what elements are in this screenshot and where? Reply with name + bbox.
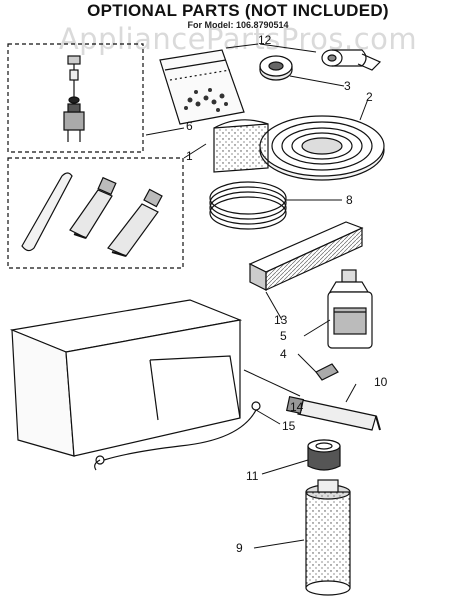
part-11-tape — [307, 439, 341, 471]
part-12-tape-roll — [321, 49, 382, 71]
callout-10: 10 — [374, 375, 388, 389]
model-number: For Model: 106.8790514 — [187, 20, 289, 30]
part-4-clip — [315, 363, 339, 381]
callout-2: 2 — [366, 90, 373, 104]
callout-8: 8 — [346, 193, 353, 207]
diagram-title: OPTIONAL PARTS (NOT INCLUDED) — [87, 1, 389, 20]
callout-14: 14 — [290, 400, 304, 414]
callout-12: 12 — [258, 33, 272, 47]
callout-13: 13 — [274, 313, 288, 327]
callout-4: 4 — [280, 347, 287, 361]
leader-lines — [145, 43, 369, 549]
callout-11: 11 — [246, 469, 259, 483]
part-5-bottle — [327, 269, 373, 349]
box-part-1 — [7, 157, 184, 269]
callout-3: 3 — [344, 79, 351, 93]
part-10-tube — [285, 395, 381, 431]
callout-15: 15 — [282, 419, 296, 433]
callout-6: 6 — [186, 119, 193, 133]
box-part-6 — [7, 43, 144, 153]
screw-bag — [159, 49, 245, 125]
callout-1: 1 — [186, 149, 193, 163]
part-3-tape-roll — [259, 55, 293, 81]
callout-5: 5 — [280, 329, 287, 343]
part-15-cord — [94, 401, 261, 471]
callout-9: 9 — [236, 541, 243, 555]
part-8-ring — [209, 181, 287, 230]
part-14-cover — [9, 299, 243, 457]
part-13-foam-bar — [248, 221, 364, 291]
part-2-gasket-roll — [213, 115, 385, 181]
part-9-spray-can — [305, 479, 351, 596]
callout-labels: 12 3 2 6 1 8 13 5 4 10 14 15 11 9 — [186, 33, 388, 555]
